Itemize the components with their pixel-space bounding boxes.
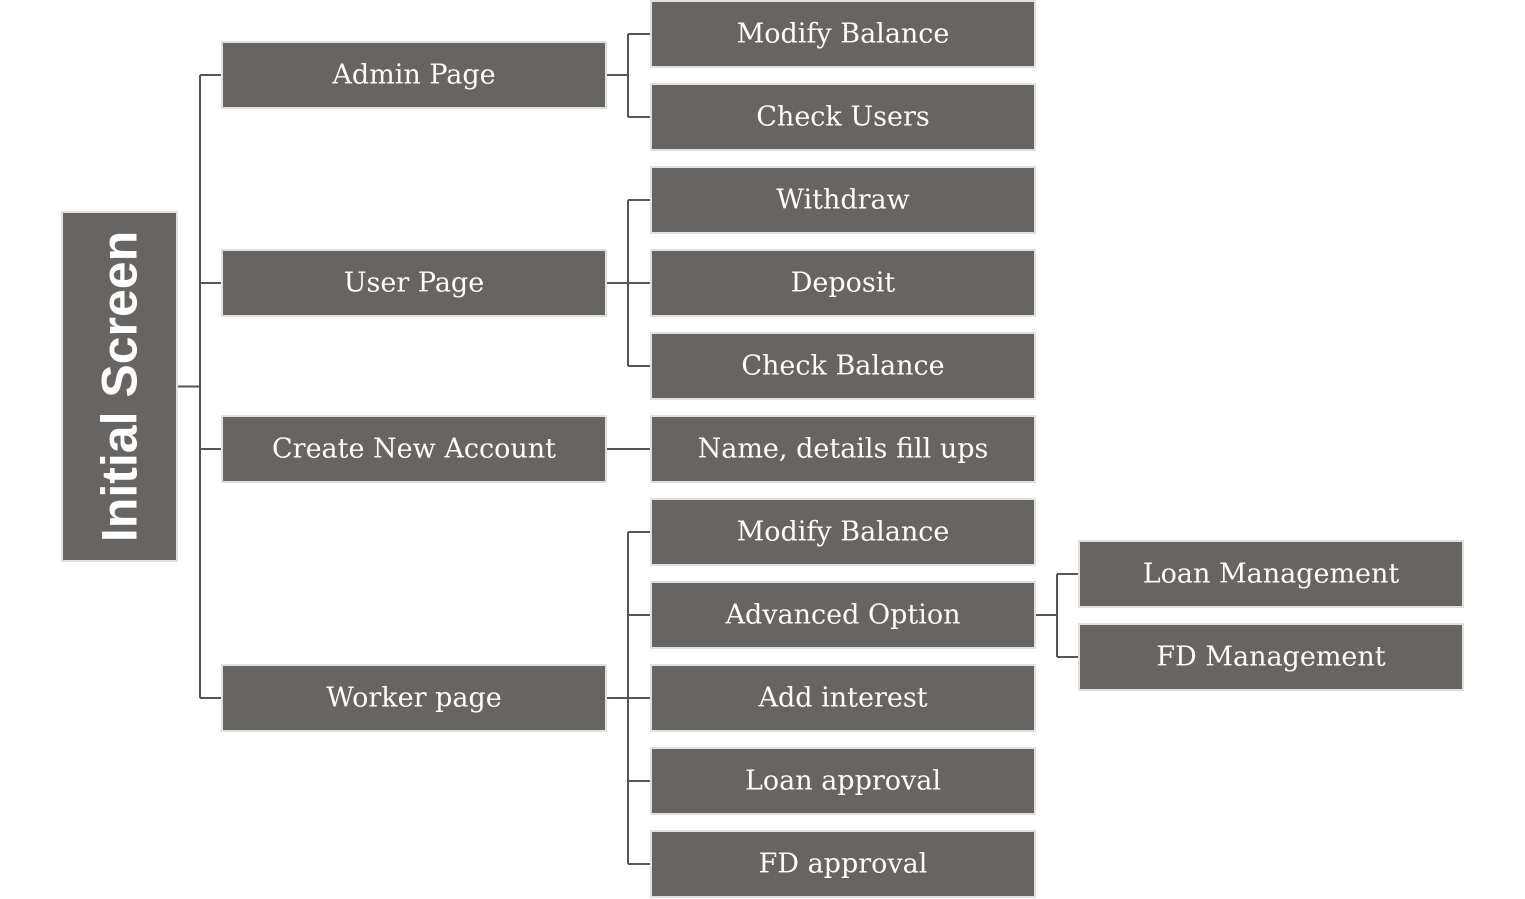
- node-worker-page-modify-balance-box: [650, 498, 1036, 566]
- node-admin-page-modify-balance-label: Modify Balance: [737, 19, 950, 50]
- branch-worker-page: Worker page: [221, 664, 607, 732]
- node-worker-page-add-interest: Add interest: [650, 664, 1036, 732]
- node-advanced-option-loan-management: Loan Management: [1078, 540, 1464, 608]
- branch-user-page: User Page: [221, 249, 607, 317]
- root-label: Initial Screen: [92, 231, 148, 542]
- connector-lines: [177, 33, 1079, 865]
- node-create-new-account-name-details-fill-ups: Name, details fill ups: [650, 415, 1036, 483]
- node-worker-page-fd-approval: FD approval: [650, 830, 1036, 898]
- branch-admin-page-label: Admin Page: [331, 60, 495, 91]
- branch-create-new-account-label: Create New Account: [272, 434, 556, 465]
- node-advanced-option-fd-management-label: FD Management: [1156, 642, 1385, 673]
- node-worker-page-fd-approval-label: FD approval: [759, 849, 928, 880]
- node-user-page-deposit-label: Deposit: [791, 268, 896, 299]
- node-create-new-account-name-details-fill-ups-box: [650, 415, 1036, 483]
- node-admin-page-check-users-label: Check Users: [756, 102, 929, 133]
- node-worker-page-add-interest-box: [650, 664, 1036, 732]
- node-user-page-check-balance-box: [650, 332, 1036, 400]
- node-worker-page-modify-balance-label: Modify Balance: [737, 517, 950, 548]
- node-worker-page-modify-balance: Modify Balance: [650, 498, 1036, 566]
- branch-user-page-box: [221, 249, 607, 317]
- node-advanced-option-loan-management-label: Loan Management: [1143, 559, 1400, 590]
- node-user-page-withdraw-box: [650, 166, 1036, 234]
- root-node: Initial Screen: [61, 211, 178, 562]
- node-worker-page-loan-approval-label: Loan approval: [745, 766, 941, 797]
- node-user-page-deposit: Deposit: [650, 249, 1036, 317]
- node-advanced-option-fd-management-box: [1078, 623, 1464, 691]
- branch-admin-page: Admin Page: [221, 41, 607, 109]
- node-admin-page-check-users-box: [650, 83, 1036, 151]
- node-advanced-option-fd-management: FD Management: [1078, 623, 1464, 691]
- node-user-page-withdraw: Withdraw: [650, 166, 1036, 234]
- node-user-page-deposit-box: [650, 249, 1036, 317]
- node-advanced-option-loan-management-box: [1078, 540, 1464, 608]
- node-admin-page-modify-balance-box: [650, 0, 1036, 68]
- node-worker-page-loan-approval: Loan approval: [650, 747, 1036, 815]
- branch-create-new-account-box: [221, 415, 607, 483]
- branch-user-page-label: User Page: [344, 268, 484, 299]
- node-create-new-account-name-details-fill-ups-label: Name, details fill ups: [698, 434, 989, 465]
- node-user-page-check-balance: Check Balance: [650, 332, 1036, 400]
- node-worker-page-advanced-option-box: [650, 581, 1036, 649]
- node-user-page-withdraw-label: Withdraw: [776, 185, 910, 216]
- node-worker-page-fd-approval-box: [650, 830, 1036, 898]
- branch-worker-page-box: [221, 664, 607, 732]
- node-worker-page-add-interest-label: Add interest: [757, 683, 927, 714]
- node-worker-page-advanced-option: Advanced Option: [650, 581, 1036, 649]
- root-box: [61, 211, 178, 562]
- branch-create-new-account: Create New Account: [221, 415, 607, 483]
- branch-worker-page-label: Worker page: [326, 683, 502, 714]
- node-admin-page-check-users: Check Users: [650, 83, 1036, 151]
- node-worker-page-loan-approval-box: [650, 747, 1036, 815]
- node-worker-page-advanced-option-label: Advanced Option: [724, 600, 960, 631]
- node-admin-page-modify-balance: Modify Balance: [650, 0, 1036, 68]
- branch-admin-page-box: [221, 41, 607, 109]
- node-user-page-check-balance-label: Check Balance: [741, 351, 944, 382]
